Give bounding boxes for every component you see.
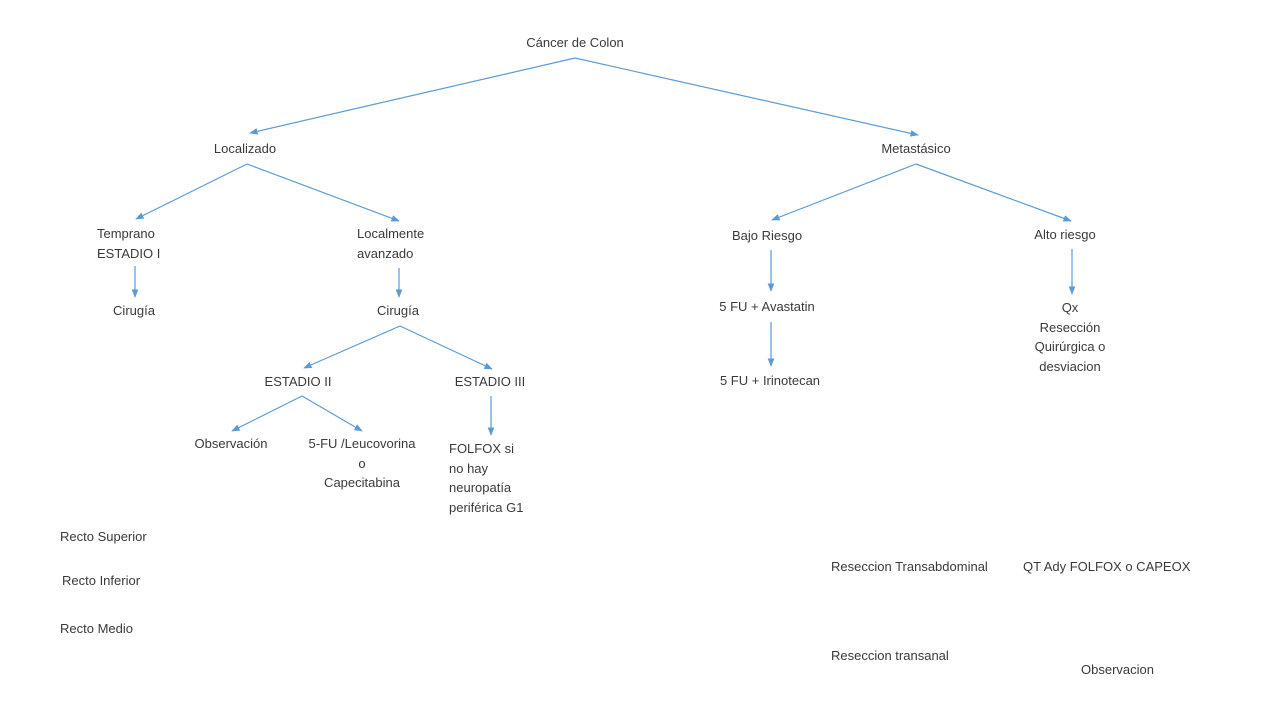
node-cirugia-temprano: Cirugía — [113, 303, 155, 318]
node-5fu-avastatin: 5 FU + Avastatin — [719, 299, 815, 314]
edge-cirugia-estadio3 — [399, 325, 493, 370]
edge-root-localizado — [249, 57, 576, 135]
node-metastasico: Metastásico — [881, 141, 951, 156]
node-5fu-irinotecan: 5 FU + Irinotecan — [719, 373, 821, 388]
node-temprano-estadio-1: Temprano ESTADIO I — [97, 226, 161, 261]
node-recto-inferior: Recto Inferior — [62, 573, 141, 588]
edge-root-metastasico — [574, 57, 919, 137]
edge-localizado-temprano — [135, 163, 248, 220]
node-localizado: Localizado — [213, 141, 277, 156]
edge-metastasico-alto — [915, 163, 1072, 222]
edge-estadio2-observacion — [231, 395, 303, 432]
edge-metastasico-bajo — [771, 163, 917, 221]
node-reseccion-transabdominal: Reseccion Transabdominal — [831, 559, 988, 574]
edge-cirugia-estadio2 — [303, 325, 401, 369]
node-folfox: FOLFOX si no hay neuropatía periférica G… — [449, 441, 524, 515]
node-recto-superior: Recto Superior — [60, 529, 147, 544]
node-5fu-leucovorina: 5-FU /Leucovorina o Capecitabina — [308, 436, 416, 490]
node-reseccion-transanal: Reseccion transanal — [831, 648, 949, 663]
node-localmente-avanzado: Localmente avanzado — [357, 226, 425, 261]
node-observacion-2: Observacion — [1081, 662, 1154, 677]
node-bajo-riesgo: Bajo Riesgo — [731, 228, 803, 243]
edge-estadio2-5fu — [301, 395, 363, 432]
node-estadio-3: ESTADIO III — [454, 374, 526, 389]
node-recto-medio: Recto Medio — [60, 621, 133, 636]
node-qt-ady: QT Ady FOLFOX o CAPEOX — [1023, 559, 1191, 574]
node-qx-reseccion: Qx Resección Quirúrgica o desviacion — [1034, 300, 1106, 374]
node-cirugia-avanzado: Cirugía — [377, 303, 419, 318]
node-cancer-de-colon: Cáncer de Colon — [526, 35, 624, 50]
edge-localizado-localmente — [246, 163, 400, 222]
node-alto-riesgo: Alto riesgo — [1034, 227, 1096, 242]
node-observacion: Observación — [194, 436, 268, 451]
node-estadio-2: ESTADIO II — [264, 374, 332, 389]
